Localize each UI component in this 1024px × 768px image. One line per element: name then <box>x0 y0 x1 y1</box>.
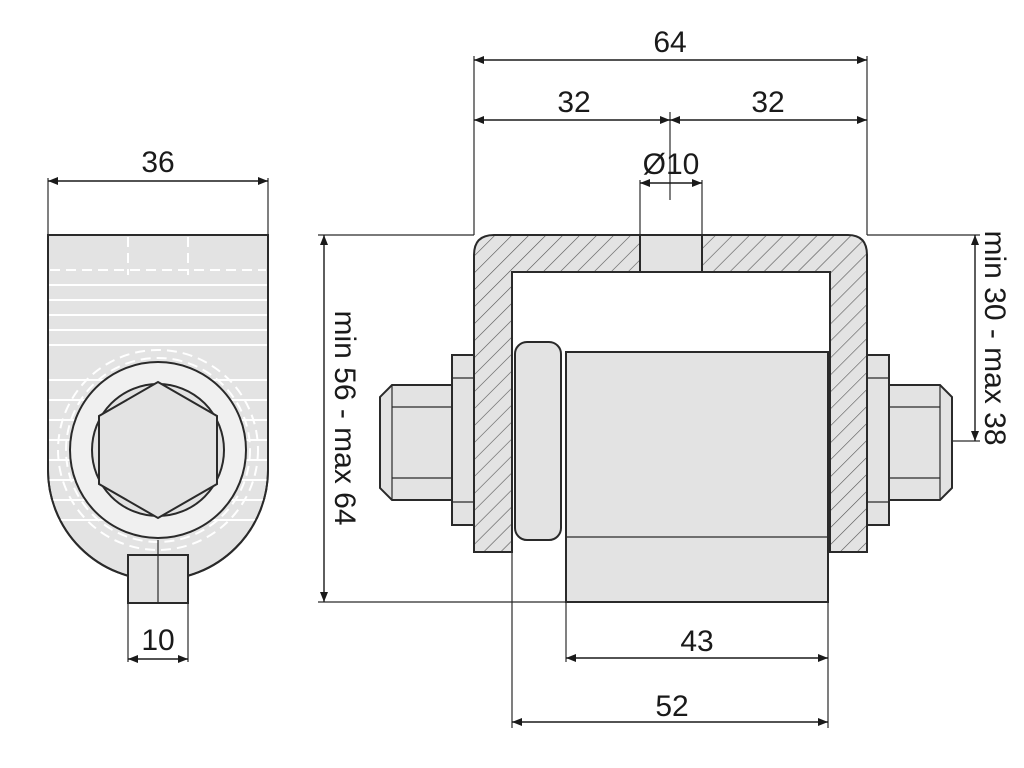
dim-side-slot: 10 <box>141 624 174 657</box>
dim-side-width: 36 <box>141 146 174 179</box>
cap-section <box>473 234 868 553</box>
roller-body <box>565 351 829 603</box>
dim-half-left: 32 <box>557 86 590 119</box>
right-bolt <box>888 384 953 501</box>
pin-hole <box>639 234 703 273</box>
left-nut <box>451 354 475 526</box>
hex-head-icon <box>98 380 218 520</box>
side-dimensions: 36 10 <box>47 146 269 663</box>
dim-pin-diameter: Ø10 <box>643 148 700 181</box>
roller-flange <box>514 341 562 541</box>
dim-body-length: 43 <box>680 625 713 658</box>
right-nut <box>866 354 890 526</box>
front-view <box>379 234 953 603</box>
dim-half-right: 32 <box>751 86 784 119</box>
left-bolt <box>379 384 453 501</box>
front-dimensions: 64 32 32 Ø10 min 56 - max 64 min 30 - ma… <box>318 26 1011 728</box>
side-view <box>47 234 269 604</box>
dim-bracket-range: min 30 - max 38 <box>978 230 1011 445</box>
dim-total-length: 64 <box>653 26 686 59</box>
dim-height-range: min 56 - max 64 <box>328 310 361 525</box>
dim-roller-length: 52 <box>655 690 688 723</box>
